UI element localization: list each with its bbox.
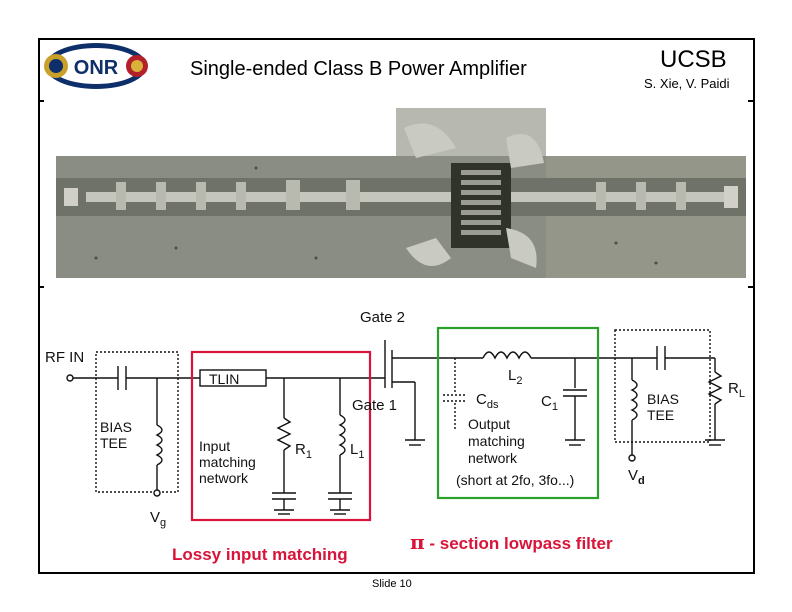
input-network-label: matching xyxy=(199,454,256,470)
output-network-label: Output xyxy=(468,416,510,432)
gate2-label: Gate 2 xyxy=(360,309,405,326)
bias-tee-right-label: TEE xyxy=(647,407,674,423)
bias-tee-right xyxy=(614,329,711,443)
cds-label: Cds xyxy=(476,391,499,411)
frame-tick xyxy=(748,100,755,102)
chip-micrograph xyxy=(56,108,746,278)
output-network-label: matching xyxy=(468,433,525,449)
pi-symbol: π xyxy=(410,530,425,554)
input-network-label: network xyxy=(199,470,249,486)
frame-tick xyxy=(38,286,44,288)
authors: S. Xie, V. Paidi xyxy=(644,76,730,91)
l1-label: L1 xyxy=(350,441,364,461)
r1-label: R1 xyxy=(295,441,312,461)
bias-tee-left-label: BIAS xyxy=(100,419,132,435)
bias-tee-right-label: BIAS xyxy=(647,391,679,407)
input-network-label: Input xyxy=(199,438,230,454)
rf-in-port xyxy=(66,374,74,382)
gate1-label: Gate 1 xyxy=(352,397,397,414)
pi-filter-label: π - section lowpass filter xyxy=(410,530,613,554)
output-matching-box xyxy=(436,326,600,500)
pi-filter-text: - section lowpass filter xyxy=(424,534,613,553)
logo-letters: ONR xyxy=(74,57,119,79)
frame-tick xyxy=(748,286,755,288)
rf-in-label: RF IN xyxy=(45,349,84,366)
tlin-label: TLIN xyxy=(209,371,239,387)
bias-tee-left-label: TEE xyxy=(100,435,127,451)
lossy-input-label: Lossy input matching xyxy=(172,545,348,564)
organization-name: UCSB xyxy=(660,46,727,73)
slide-title: Single-ended Class B Power Amplifier xyxy=(190,58,527,80)
output-network-label: network xyxy=(468,450,518,466)
slide-frame xyxy=(38,38,755,574)
vg-label: Vg xyxy=(150,509,166,529)
vd-label: Vd xyxy=(628,467,645,487)
rl-label: RL xyxy=(728,380,745,400)
circuit-schematic: Gate 2 RF IN TLIN Gate 1 BIAS TEE Input … xyxy=(45,309,745,529)
slide-number: Slide 10 xyxy=(372,578,412,590)
input-matching-box xyxy=(190,350,372,522)
c1-label: C1 xyxy=(541,393,558,413)
bias-tee-left xyxy=(95,351,179,493)
onr-logo: ONR xyxy=(44,43,148,89)
l2-label: L2 xyxy=(508,367,522,387)
frame-tick xyxy=(38,100,44,102)
output-network-label: (short at 2fo, 3fo...) xyxy=(456,472,574,488)
